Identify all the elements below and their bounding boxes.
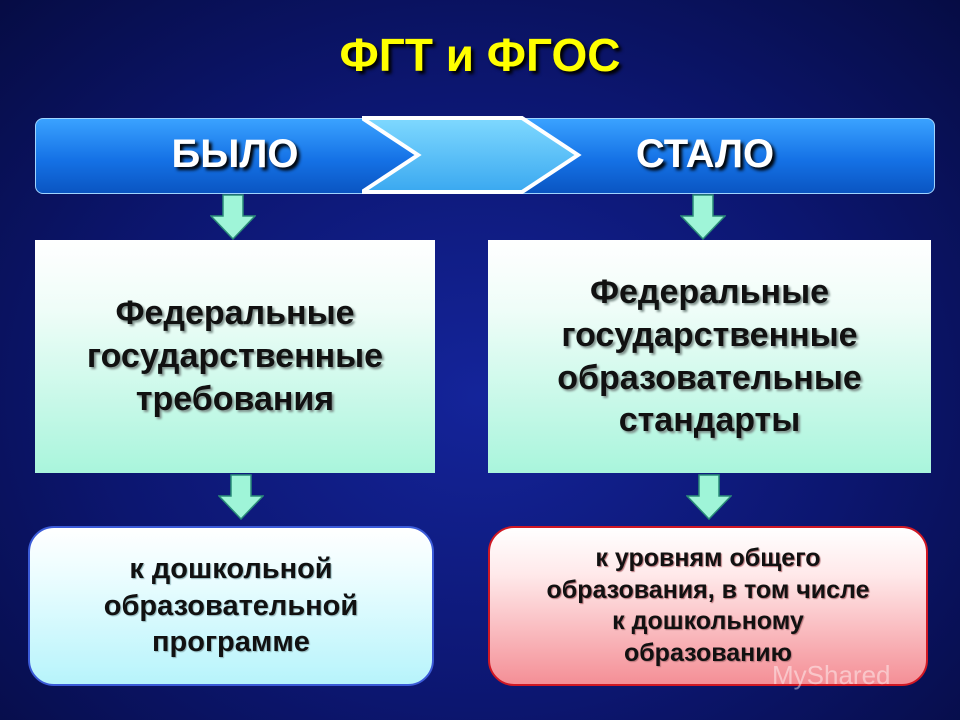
chevron-arrow-icon bbox=[362, 116, 582, 194]
box-line: Федеральные bbox=[589, 272, 830, 311]
slide-title: ФГТ и ФГОС bbox=[339, 29, 621, 81]
was-label: БЫЛО bbox=[171, 132, 299, 176]
box-line: требования bbox=[135, 379, 335, 418]
box-line: стандарты bbox=[618, 401, 801, 440]
box-line: образования, в том числе bbox=[546, 575, 870, 604]
box-line: образовательные bbox=[557, 358, 862, 397]
down-arrow-icon bbox=[686, 474, 732, 520]
preschool-program-box: к дошкольной образовательной программе bbox=[28, 526, 434, 686]
box-line: к дошкольному bbox=[612, 607, 804, 635]
down-arrow-icon bbox=[680, 194, 726, 240]
box-line: программе bbox=[152, 626, 310, 659]
box-line: государственные bbox=[561, 315, 858, 354]
down-arrow-icon bbox=[218, 474, 264, 520]
federal-requirements-box: Федеральные государственные требования bbox=[35, 240, 435, 473]
box-line: Федеральные bbox=[115, 294, 355, 333]
education-levels-box: к уровням общего образования, в том числ… bbox=[488, 526, 928, 686]
box-line: к уровням общего bbox=[595, 544, 821, 572]
federal-standards-box: Федеральные государственные образователь… bbox=[488, 240, 931, 473]
box-line: к дошкольной bbox=[129, 553, 333, 586]
box-line: образованию bbox=[623, 638, 792, 667]
down-arrow-icon bbox=[210, 194, 256, 240]
became-label: СТАЛО bbox=[635, 132, 775, 176]
box-line: образовательной bbox=[103, 589, 359, 622]
box-line: государственные bbox=[86, 337, 384, 376]
watermark: MyShared bbox=[772, 660, 891, 690]
